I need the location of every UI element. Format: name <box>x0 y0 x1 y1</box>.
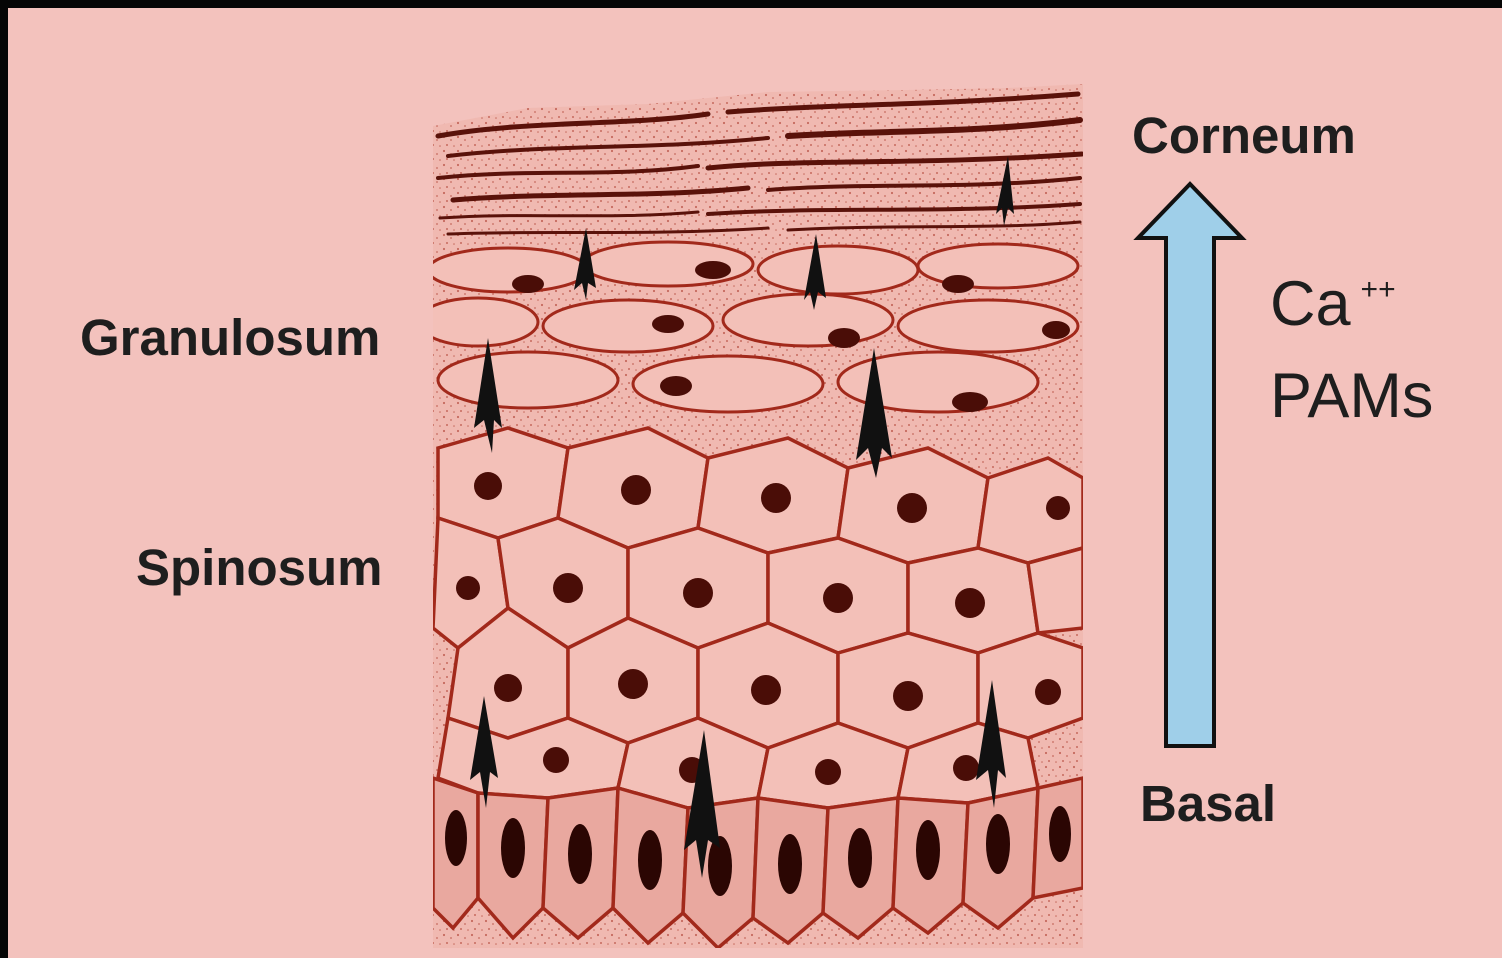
label-spinosum: Spinosum <box>136 538 383 597</box>
tissue-layers <box>418 78 1088 958</box>
slide: Corneum Granulosum Spinosum Basal Ca ++ P… <box>8 8 1502 958</box>
label-granulosum: Granulosum <box>80 308 380 367</box>
calcium-charge: ++ <box>1361 273 1396 306</box>
label-basal: Basal <box>1140 774 1276 833</box>
granulosum-layer <box>418 242 1078 412</box>
differentiation-arrow <box>1138 184 1242 746</box>
pams-label: PAMs <box>1270 360 1433 432</box>
calcium-label: Ca ++ <box>1270 268 1396 340</box>
calcium-symbol: Ca <box>1270 269 1351 339</box>
label-corneum: Corneum <box>1132 106 1356 165</box>
